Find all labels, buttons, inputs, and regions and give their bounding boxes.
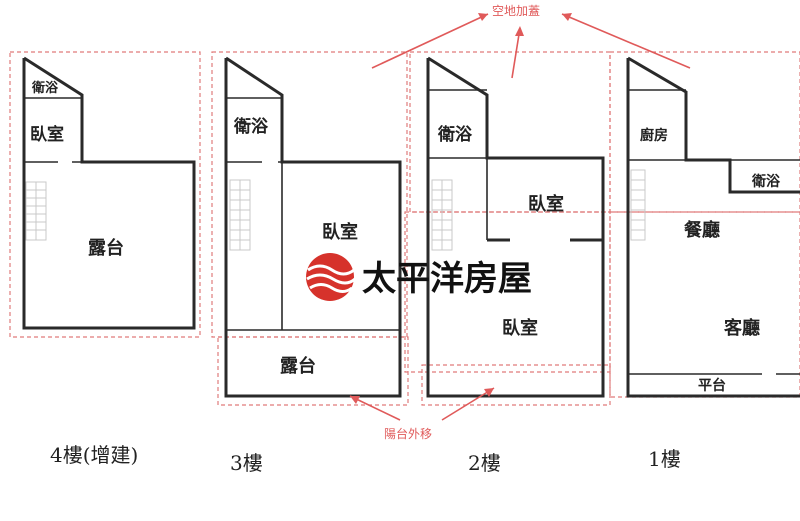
f1-platform-label: 平台 — [698, 377, 726, 394]
f1-living-label: 客廳 — [724, 317, 760, 339]
f1-dining-label: 餐廳 — [683, 219, 720, 241]
dashed-outlines — [9, 51, 800, 406]
f4-terrace-label: 露台 — [88, 237, 124, 259]
f2-bedroom-lower-label: 臥室 — [502, 317, 538, 339]
f3-bath-label: 衛浴 — [233, 116, 269, 137]
f1-bath-label: 衛浴 — [751, 173, 781, 190]
stairs-2f — [431, 179, 453, 251]
f3-terrace-label: 露台 — [280, 355, 316, 377]
floor-4-label: 4樓(增建) — [50, 443, 138, 467]
f1-kitchen-label: 廚房 — [640, 127, 668, 144]
floor-3-plan: 衛浴 臥室 露台 — [224, 56, 402, 398]
bottom-annotation: 陽台外移 — [349, 387, 495, 441]
f4-bedroom-label: 臥室 — [30, 124, 64, 145]
f4-bath-label: 衛浴 — [31, 80, 59, 96]
top-annotation: 空地加蓋 — [371, 4, 691, 79]
f2-bath-label: 衛浴 — [437, 124, 473, 145]
stairs-3f — [229, 179, 251, 251]
stairs-4f — [25, 181, 47, 241]
floor-1-label: 1樓 — [648, 447, 681, 471]
brand-name: 太平洋房屋 — [362, 259, 532, 299]
stairs-1f — [630, 169, 646, 241]
floor-3-label: 3樓 — [230, 451, 263, 475]
bottom-note-text: 陽台外移 — [384, 426, 432, 441]
floor-2-label: 2樓 — [468, 451, 501, 475]
floor-4-plan: 衛浴 臥室 露台 — [22, 56, 196, 330]
brand-logo-icon — [306, 253, 356, 301]
f2-bedroom-upper-label: 臥室 — [528, 193, 564, 215]
floor-2-plan: 衛浴 臥室 臥室 — [426, 56, 605, 398]
watermark: 太平洋房屋 — [306, 253, 532, 301]
f3-bedroom-label: 臥室 — [322, 221, 358, 243]
floor-1-plan: 廚房 衛浴 餐廳 客廳 平台 — [626, 56, 800, 398]
top-note-text: 空地加蓋 — [492, 4, 540, 18]
